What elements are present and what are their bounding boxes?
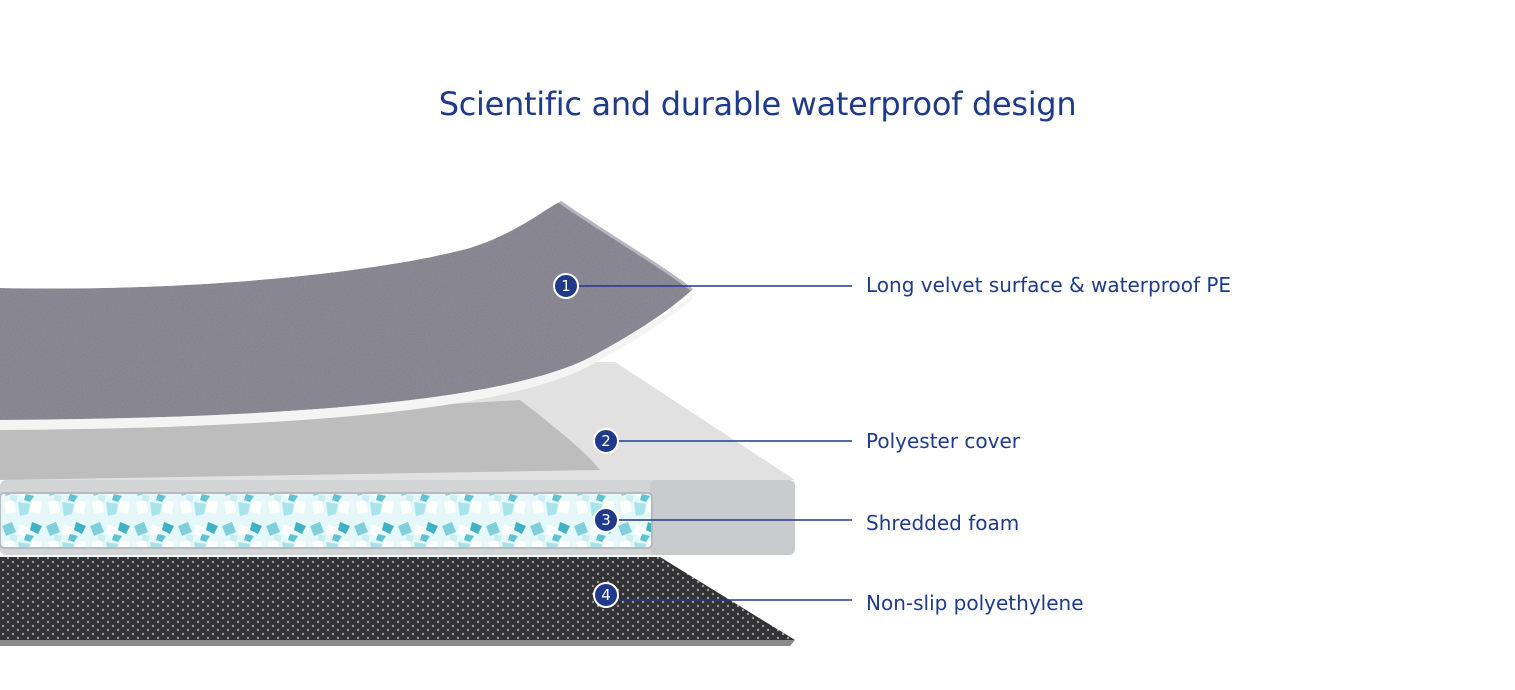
page-title: Scientific and durable waterproof design [438,85,1077,123]
badge-1: 1 [553,273,579,299]
badge-3: 3 [593,507,619,533]
layer-1-label: Long velvet surface & waterproof PE [866,273,1232,297]
badge-2: 2 [593,428,619,454]
layer-1-velvet [0,200,693,430]
badge-2-number: 2 [601,432,611,450]
badge-4-number: 4 [601,586,611,604]
badge-1-number: 1 [561,277,571,295]
layer-4-base [0,557,795,646]
layer-3-label: Shredded foam [866,511,1020,535]
layer-2-label: Polyester cover [866,429,1021,453]
badge-4: 4 [593,582,619,608]
layer-4-label: Non-slip polyethylene [866,591,1084,615]
leader-lines [578,285,852,601]
layer-3-foam [0,492,653,549]
badge-3-number: 3 [601,511,611,529]
